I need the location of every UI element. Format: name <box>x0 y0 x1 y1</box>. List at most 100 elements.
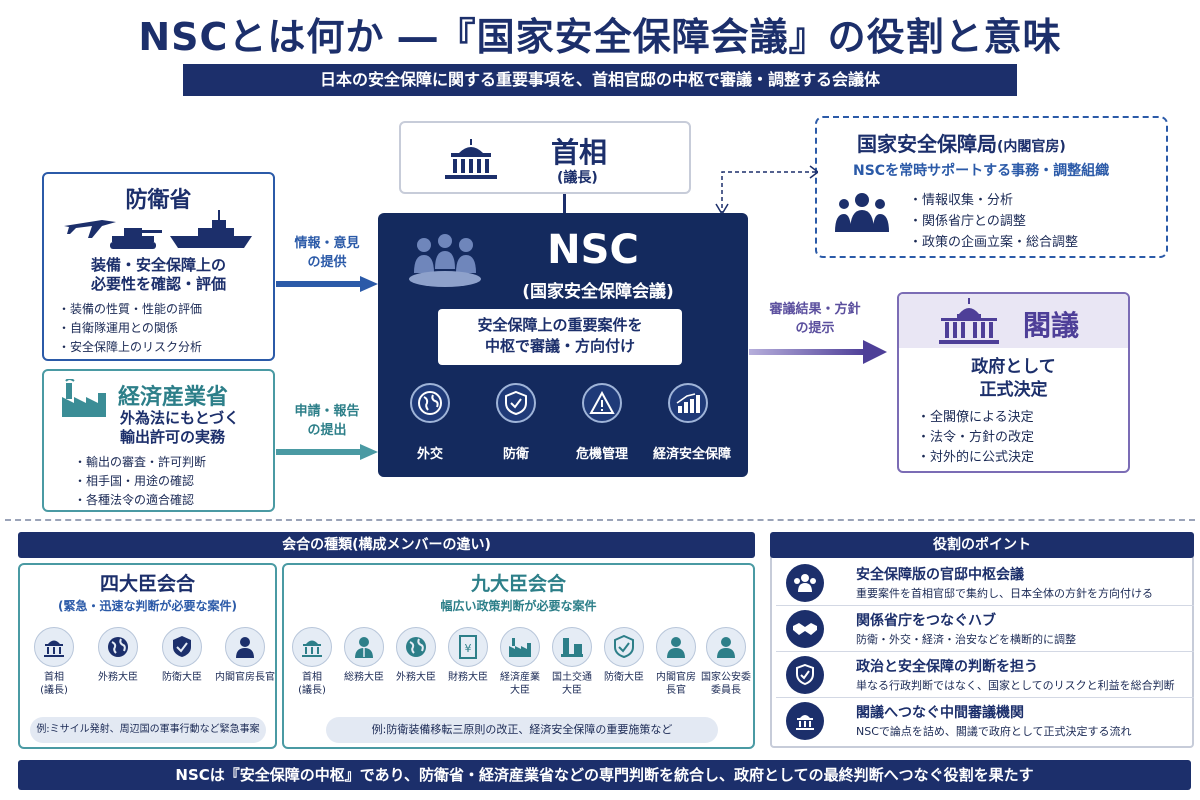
globe-icon <box>98 627 138 667</box>
secretariat-box: 国家安全保障局(内閣官房) NSCを常時サポートする事務・調整組織 情報収集・分… <box>815 116 1168 258</box>
meti-role: 外為法にもとづく 輸出許可の実務 <box>120 409 240 446</box>
meti-title: 経済産業省 <box>118 385 229 410</box>
member-label: 経済産業 大臣 <box>500 672 540 696</box>
meti-to-nsc-arrow <box>276 444 378 460</box>
nsc-title: NSC <box>547 227 639 273</box>
point-desc: 単なる行政判断ではなく、国家としてのリスクと利益を総合判断 <box>856 679 1175 692</box>
prime-minister-box: 首相 (議長) <box>399 121 691 194</box>
four-minister-example: 例:ミサイル発射、周辺国の軍事行動など緊急事案 <box>30 717 266 743</box>
list-item: 各種法令の適合確認 <box>74 491 206 510</box>
building-icon <box>34 627 74 667</box>
four-minister-box: 四大臣会合 (緊急・迅速な判断が必要な案件) 首相 (議長) 外務大臣 防衛大臣… <box>18 563 277 749</box>
meti-list: 輸出の審査・許可判断 相手国・用途の確認 各種法令の適合確認 <box>74 453 206 510</box>
member-internal-affairs: 総務大臣 <box>336 627 392 684</box>
secretariat-link-arrow <box>715 165 818 216</box>
nsc-to-cabinet-label: 審議結果・方針 の提示 <box>769 302 861 336</box>
member-label: 総務大臣 <box>344 672 384 683</box>
point-item: 閣議へつなぐ中間審議機関 NSCで論点を詰め、閣議で政府として正式決定する流れ <box>776 698 1194 744</box>
list-item: 安全保障上のリスク分析 <box>58 338 202 357</box>
cabinet-header <box>899 294 1128 348</box>
page-title: NSCとは何か ―『国家安全保障会議』の役割と意味 <box>138 15 1062 59</box>
member-defense: 防衛大臣 <box>152 627 212 684</box>
secretariat-list: 情報収集・分析 関係省庁との調整 政策の企画立案・総合調整 <box>909 190 1078 253</box>
pm-connector <box>563 194 566 213</box>
nine-minister-example: 例:防衛装備移転三原則の改正、経済安全保障の重要施策など <box>326 717 718 743</box>
four-minister-title: 四大臣会合 <box>99 573 195 595</box>
team-icon <box>833 190 891 240</box>
secretariat-title-row: 国家安全保障局(内閣官房) <box>857 128 1066 157</box>
cabinet-list: 全閣僚による決定 法令・方針の改定 対外的に公式決定 <box>917 408 1034 468</box>
globe-icon <box>396 627 436 667</box>
meeting-types-header: 会合の種類(構成メンバーの違い) <box>18 532 755 558</box>
member-foreign: 外務大臣 <box>388 627 444 684</box>
parliament-icon <box>937 298 1001 350</box>
area-label: 危機管理 <box>575 447 628 462</box>
team-icon <box>786 564 824 602</box>
nsc-description: 安全保障上の重要案件を 中枢で審議・方向付け <box>438 309 682 365</box>
point-desc: NSCで論点を詰め、閣議で政府として正式決定する流れ <box>856 725 1132 738</box>
list-item: 相手国・用途の確認 <box>74 472 206 491</box>
point-title: 関係省庁をつなぐハブ <box>856 613 996 629</box>
nine-minister-title: 九大臣会合 <box>470 573 566 595</box>
globe-icon <box>410 383 450 423</box>
secretariat-sub: NSCを常時サポートする事務・調整組織 <box>853 163 1110 179</box>
list-item: 装備の性質・性能の評価 <box>58 300 202 319</box>
area-label: 防衛 <box>502 447 529 462</box>
factory-icon <box>500 627 540 667</box>
list-item: 対外的に公式決定 <box>917 448 1034 468</box>
list-item: 輸出の審査・許可判断 <box>74 453 206 472</box>
member-public-safety: 国家公安委 委員長 <box>698 627 754 697</box>
area-label: 経済安全保障 <box>652 447 731 462</box>
member-defense: 防衛大臣 <box>596 627 652 684</box>
list-item: 法令・方針の改定 <box>917 428 1034 448</box>
member-pm: 首相 (議長) <box>284 627 340 697</box>
cabinet-box: 閣議 政府として 正式決定 全閣僚による決定 法令・方針の改定 対外的に公式決定 <box>897 292 1130 473</box>
member-label: 国土交通 大臣 <box>552 672 592 696</box>
cabinet-title: 閣議 <box>1023 309 1080 342</box>
member-label: 防衛大臣 <box>604 672 644 683</box>
nine-minister-sub: 幅広い政策判断が必要な案件 <box>440 599 597 613</box>
infrastructure-icon <box>552 627 592 667</box>
nsc-sub: (国家安全保障会議) <box>522 282 674 302</box>
mod-to-nsc-arrow <box>276 276 378 292</box>
person-icon <box>706 627 746 667</box>
member-label: 外務大臣 <box>396 672 436 683</box>
member-label: 防衛大臣 <box>162 672 202 683</box>
member-chief-secretary: 内閣官房長官 <box>212 627 278 684</box>
member-finance: ¥ 財務大臣 <box>440 627 496 684</box>
building-icon <box>441 137 501 185</box>
four-minister-sub: (緊急・迅速な判断が必要な案件) <box>58 599 237 613</box>
warship-icon <box>168 208 254 254</box>
point-item: 安全保障版の官邸中枢会議 重要案件を首相官邸で集約し、日本全体の方針を方向付ける <box>776 560 1194 606</box>
shield-icon <box>604 627 644 667</box>
list-item: 自衛隊運用との関係 <box>58 319 202 338</box>
mod-list: 装備の性質・性能の評価 自衛隊運用との関係 安全保障上のリスク分析 <box>58 300 202 357</box>
prime-minister-sub: (議長) <box>557 170 598 186</box>
list-item: 全閣僚による決定 <box>917 408 1034 428</box>
nsc-box: NSC (国家安全保障会議) 安全保障上の重要案件を 中枢で審議・方向付け 外交… <box>378 213 748 477</box>
building-icon <box>786 702 824 740</box>
warning-icon <box>582 383 622 423</box>
member-economy: 経済産業 大臣 <box>492 627 548 697</box>
mod-to-nsc-label: 情報・意見 の提供 <box>294 236 360 270</box>
page-subtitle: 日本の安全保障に関する重要事項を、首相官邸の中枢で審議・調整する会議体 <box>183 64 1017 96</box>
meti-box: 経済産業省 外為法にもとづく 輸出許可の実務 輸出の審査・許可判断 相手国・用途… <box>42 369 275 512</box>
member-label: 首相 (議長) <box>40 672 68 696</box>
point-desc: 重要案件を首相官邸で集約し、日本全体の方針を方向付ける <box>856 587 1153 600</box>
member-label: 国家公安委 委員長 <box>701 672 751 696</box>
member-chief-secretary: 内閣官房 長官 <box>648 627 704 697</box>
mod-box: 防衛省 装備・安全保障上の 必要性を確認・評価 装備の性質・性能の評価 自衛隊運… <box>42 172 275 361</box>
mod-role: 装備・安全保障上の 必要性を確認・評価 <box>90 256 226 293</box>
member-label: 内閣官房 長官 <box>656 672 696 696</box>
tank-icon <box>106 226 164 254</box>
member-label: 首相 (議長) <box>298 672 326 696</box>
prime-minister-title: 首相 <box>551 136 608 169</box>
growth-chart-icon <box>668 383 708 423</box>
list-item: 関係省庁との調整 <box>909 211 1078 232</box>
point-title: 政治と安全保障の判断を担う <box>856 659 1038 675</box>
member-label: 財務大臣 <box>448 672 488 683</box>
footer-summary: NSCは『安全保障の中枢』であり、防衛省・経済産業省などの専門判断を統合し、政府… <box>18 760 1191 790</box>
point-desc: 防衛・外交・経済・治安などを横断的に調整 <box>856 633 1076 646</box>
meeting-icon <box>404 233 486 293</box>
person-icon <box>656 627 696 667</box>
